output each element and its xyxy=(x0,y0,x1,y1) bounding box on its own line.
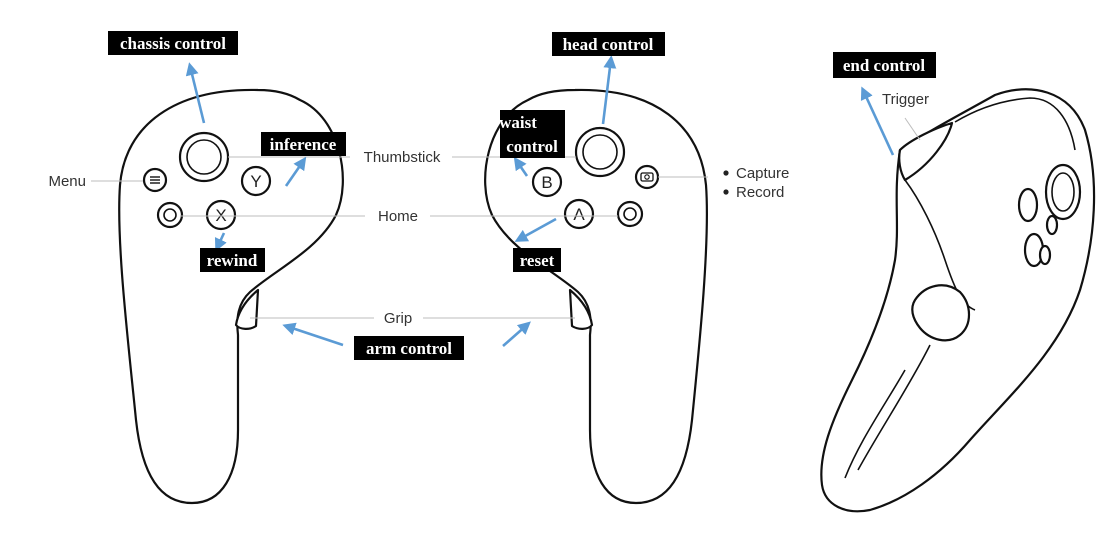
arrow-waist xyxy=(513,156,529,177)
left-thumbstick-cap xyxy=(186,139,222,175)
right-home-button xyxy=(616,200,644,228)
home-label: Home xyxy=(378,208,418,225)
capture-button xyxy=(634,164,660,190)
right-controller: B A xyxy=(484,88,708,505)
record-label: Record xyxy=(736,184,784,201)
trigger xyxy=(898,121,954,182)
annotation-arrows xyxy=(185,55,895,347)
svg-text:reset: reset xyxy=(520,251,555,270)
menu-label: Menu xyxy=(48,173,86,190)
y-button xyxy=(240,165,272,197)
left-controller: Y X xyxy=(118,88,344,505)
arrow-inference xyxy=(284,156,307,187)
record-bullet xyxy=(723,189,729,195)
tag-reset: reset xyxy=(513,248,561,272)
tag-end-control: end control xyxy=(833,52,936,78)
arrow-reset xyxy=(514,217,557,242)
arrow-arm-left xyxy=(282,322,344,347)
capture-label: Capture xyxy=(736,165,789,182)
left-grip-notch xyxy=(234,288,260,330)
grip-label: Grip xyxy=(384,310,412,327)
side-button-small xyxy=(1045,214,1059,236)
a-button-label: A xyxy=(573,205,585,224)
arrow-chassis xyxy=(185,62,206,124)
side-button-upper xyxy=(1017,187,1039,223)
svg-text:rewind: rewind xyxy=(207,251,258,270)
svg-text:inference: inference xyxy=(270,135,337,154)
arrow-head xyxy=(601,55,617,125)
y-button-label: Y xyxy=(250,172,261,191)
camera-icon xyxy=(640,172,654,182)
arrow-arm-right xyxy=(502,321,531,347)
svg-text:control: control xyxy=(506,137,558,156)
svg-text:head control: head control xyxy=(563,35,654,54)
tag-head-control: head control xyxy=(552,32,665,56)
arrow-end xyxy=(860,86,895,156)
svg-text:arm control: arm control xyxy=(366,339,452,358)
right-grip-notch xyxy=(568,288,594,330)
x-button xyxy=(205,199,237,231)
tag-chassis-control: chassis control xyxy=(108,31,238,55)
right-thumbstick-cap xyxy=(582,134,618,170)
left-controller-body xyxy=(118,88,344,505)
side-view-controller xyxy=(820,88,1096,513)
svg-text:waist: waist xyxy=(499,113,537,132)
left-home-button xyxy=(156,201,184,229)
tag-inference: inference xyxy=(261,132,346,156)
svg-text:chassis control: chassis control xyxy=(120,34,226,53)
side-grip-pad xyxy=(911,284,971,342)
thumbstick-label: Thumbstick xyxy=(364,149,441,166)
capture-bullet xyxy=(723,170,729,176)
arrow-rewind xyxy=(214,232,227,252)
trigger-label: Trigger xyxy=(882,91,929,108)
b-button-label: B xyxy=(541,173,552,192)
leader-lines xyxy=(91,117,921,319)
a-button xyxy=(563,198,595,230)
tag-rewind: rewind xyxy=(200,248,265,272)
svg-text:end control: end control xyxy=(843,56,926,75)
tag-arm-control: arm control xyxy=(354,336,464,360)
b-button xyxy=(531,166,563,198)
side-button-small-2 xyxy=(1038,244,1052,266)
tag-waist-control: waist control xyxy=(499,110,565,158)
